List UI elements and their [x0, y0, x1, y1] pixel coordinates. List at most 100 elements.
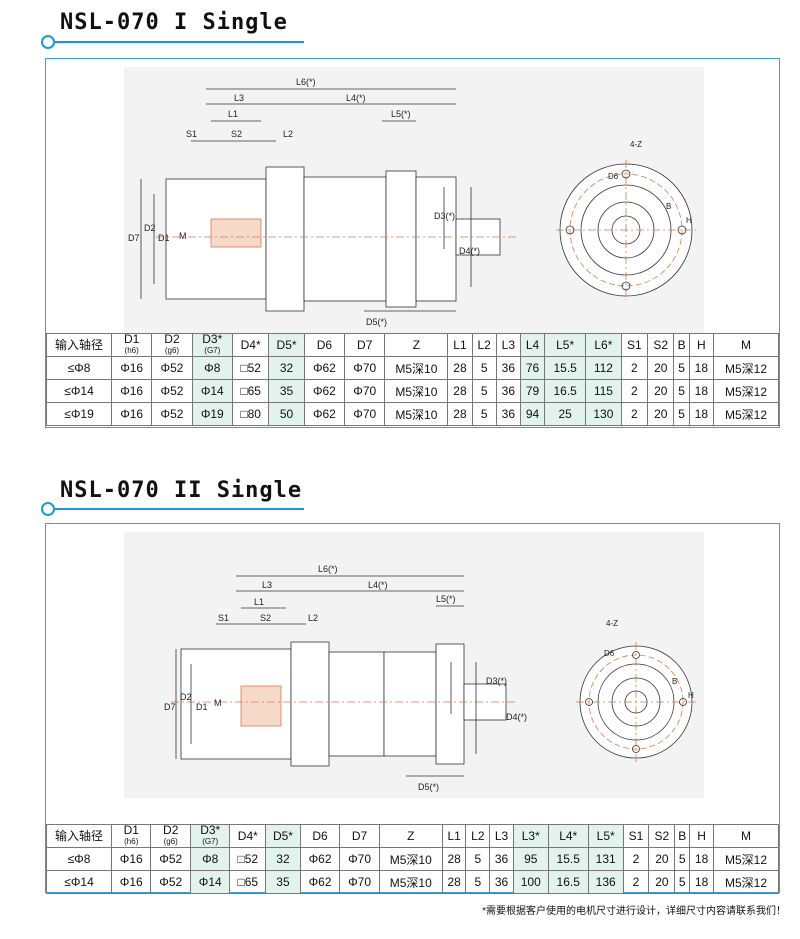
- table-cell: M5深10: [384, 379, 449, 403]
- header-cell: S2: [647, 333, 675, 357]
- label-l3: L3: [262, 580, 272, 590]
- header-cell: 输入轴径: [46, 824, 112, 848]
- table-cell: Φ70: [344, 356, 386, 380]
- table-cell: Φ16: [110, 847, 152, 871]
- label-d7: D7: [128, 233, 140, 243]
- label-d5: D5(*): [418, 782, 439, 792]
- table-cell: 32: [265, 847, 301, 871]
- label-l5: L5(*): [391, 109, 411, 119]
- side-view-drawing-2: L6(*) L3 L4(*) L1 L5(*) S1 S2 L2 D7 D2 D…: [164, 564, 527, 792]
- table-cell: 2: [620, 356, 649, 380]
- label-h: H: [688, 691, 694, 700]
- label-z: 4-Z: [606, 619, 618, 628]
- header-cell: L5*: [544, 333, 587, 357]
- table-cell: 36: [489, 847, 514, 871]
- title-underline: [46, 41, 304, 43]
- table-cell: Φ16: [110, 379, 153, 403]
- label-d1: D1: [158, 233, 170, 243]
- header-cell: D5*: [268, 333, 305, 357]
- header-cell: L4*: [547, 824, 589, 848]
- header-cell: B: [674, 824, 691, 848]
- front-view-drawing-1: 4-Z D6 B H: [556, 140, 696, 300]
- table-cell: 5: [465, 870, 491, 894]
- label-l2: L2: [283, 129, 293, 139]
- table-cell: Φ16: [110, 356, 153, 380]
- table-cell: 18: [689, 847, 714, 871]
- label-d2: D2: [180, 692, 192, 702]
- header-cell: D4*: [231, 333, 270, 357]
- table-cell: 2: [622, 870, 650, 894]
- table-cell: Φ70: [339, 847, 380, 871]
- table-cell: Φ62: [303, 379, 346, 403]
- table-row: ≤Φ14 Φ16 Φ52 Φ14 □65 35 Φ62 Φ70 M5深10 28…: [46, 379, 779, 403]
- table-cell: 95: [512, 847, 549, 871]
- table-cell: Φ19: [191, 402, 233, 426]
- label-l5: L5(*): [436, 594, 456, 604]
- label-d5: D5(*): [366, 317, 387, 327]
- table-cell: 18: [688, 402, 715, 426]
- table-cell: 5: [465, 847, 491, 871]
- table-cell: 2: [622, 847, 650, 871]
- table-cell: 5: [673, 356, 690, 380]
- table-cell: 5: [471, 356, 497, 380]
- header-cell: Z: [378, 824, 443, 848]
- header-cell: 输入轴径: [46, 333, 112, 357]
- table-row: ≤Φ14 Φ16 Φ52 Φ14 □65 35 Φ62 Φ70 M5深10 28…: [46, 870, 779, 894]
- header-cell: M: [713, 333, 779, 357]
- header-cell: L6*: [585, 333, 622, 357]
- table-cell: 16.5: [544, 379, 587, 403]
- header-cell: D6: [299, 824, 341, 848]
- table-cell: 15.5: [547, 847, 589, 871]
- header-cell: B: [673, 333, 690, 357]
- table-row: ≤Φ8 Φ16 Φ52 Φ8 □52 32 Φ62 Φ70 M5深10 28 5…: [46, 356, 779, 380]
- table-cell: 5: [674, 870, 691, 894]
- label-b: B: [666, 202, 671, 211]
- table-cell: M5深10: [378, 870, 443, 894]
- output-ring: [435, 643, 465, 765]
- table-cell: 28: [441, 870, 467, 894]
- table-cell: □52: [229, 847, 267, 871]
- table-cell: M5深12: [713, 402, 779, 426]
- header-cell: L3: [495, 333, 521, 357]
- table-cell: 36: [495, 379, 521, 403]
- table-cell: 5: [673, 379, 690, 403]
- table-header-row: 输入轴径 D1(h6) D2(g6) D3*(G7) D4* D5* D6 D7…: [46, 824, 779, 848]
- table-cell: M5深12: [713, 379, 779, 403]
- label-d4: D4(*): [506, 712, 527, 722]
- label-l6: L6(*): [318, 564, 338, 574]
- output-ring: [385, 170, 417, 308]
- table-cell: M5深10: [384, 356, 449, 380]
- table-cell: Φ52: [150, 847, 191, 871]
- header-cell: D1(h6): [110, 824, 152, 848]
- header-cell: S2: [648, 824, 676, 848]
- header-cell: H: [689, 824, 714, 848]
- table-cell: 5: [674, 847, 691, 871]
- spec-table-2: 输入轴径 D1(h6) D2(g6) D3*(G7) D4* D5* D6 D7…: [46, 824, 779, 894]
- table-cell: 35: [268, 379, 305, 403]
- table-cell: 50: [268, 402, 305, 426]
- table-cell: ≤Φ14: [46, 379, 112, 403]
- table-cell: 130: [585, 402, 622, 426]
- table-cell: 36: [495, 356, 521, 380]
- gear-housing: [303, 176, 387, 302]
- table-cell: ≤Φ8: [46, 847, 112, 871]
- table-row: ≤Φ8 Φ16 Φ52 Φ8 □52 32 Φ62 Φ70 M5深10 28 5…: [46, 847, 779, 871]
- header-cell: L1: [447, 333, 473, 357]
- table-cell: 15.5: [544, 356, 587, 380]
- header-cell: S1: [620, 333, 649, 357]
- table-cell: Φ70: [344, 402, 386, 426]
- table-cell: 5: [471, 402, 497, 426]
- table-cell: Φ70: [339, 870, 380, 894]
- stage-one-housing: [328, 651, 385, 757]
- table-cell: □52: [231, 356, 270, 380]
- table-cell: 36: [489, 870, 514, 894]
- header-cell: L3*: [512, 824, 549, 848]
- label-l2: L2: [308, 613, 318, 623]
- table-cell: 18: [688, 379, 715, 403]
- label-d7: D7: [164, 702, 176, 712]
- table-cell: 2: [620, 379, 649, 403]
- header-cell: L2: [465, 824, 491, 848]
- table-cell: 35: [265, 870, 301, 894]
- spec-table-1: 输入轴径 D1(h6) D2(g6) D3*(G7) D4* D5* D6 D7…: [46, 333, 779, 426]
- table-cell: 76: [519, 356, 546, 380]
